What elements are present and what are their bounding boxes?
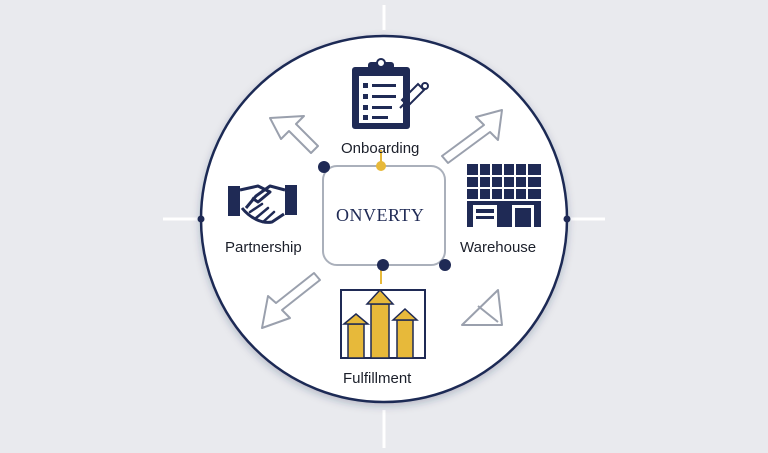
center-box-dot-bottom-mid [377, 259, 389, 271]
arrow-bottom-left [261, 272, 321, 329]
growth-bar-chart-icon [340, 288, 426, 359]
onboarding-label: Onboarding [341, 140, 420, 157]
arrow-top-right [441, 109, 503, 164]
circle-dot-right [563, 215, 571, 223]
center-box-dot-top-left [318, 161, 330, 173]
partnership-label: Partnership [225, 239, 302, 256]
handshake-icon [228, 184, 297, 224]
clipboard-checklist-icon [352, 58, 429, 129]
arrow-top-left [269, 115, 319, 154]
arrow-bottom-right [461, 289, 503, 326]
brand-label: ONVERTY [336, 205, 425, 225]
circle-dot-left [197, 215, 205, 223]
center-box-dot-bottom-right [439, 259, 451, 271]
warehouse-label: Warehouse [460, 239, 537, 256]
fulfillment-label: Fulfillment [343, 370, 412, 387]
center-box-dot-top-gold [376, 161, 386, 171]
warehouse-building-icon [467, 164, 541, 227]
